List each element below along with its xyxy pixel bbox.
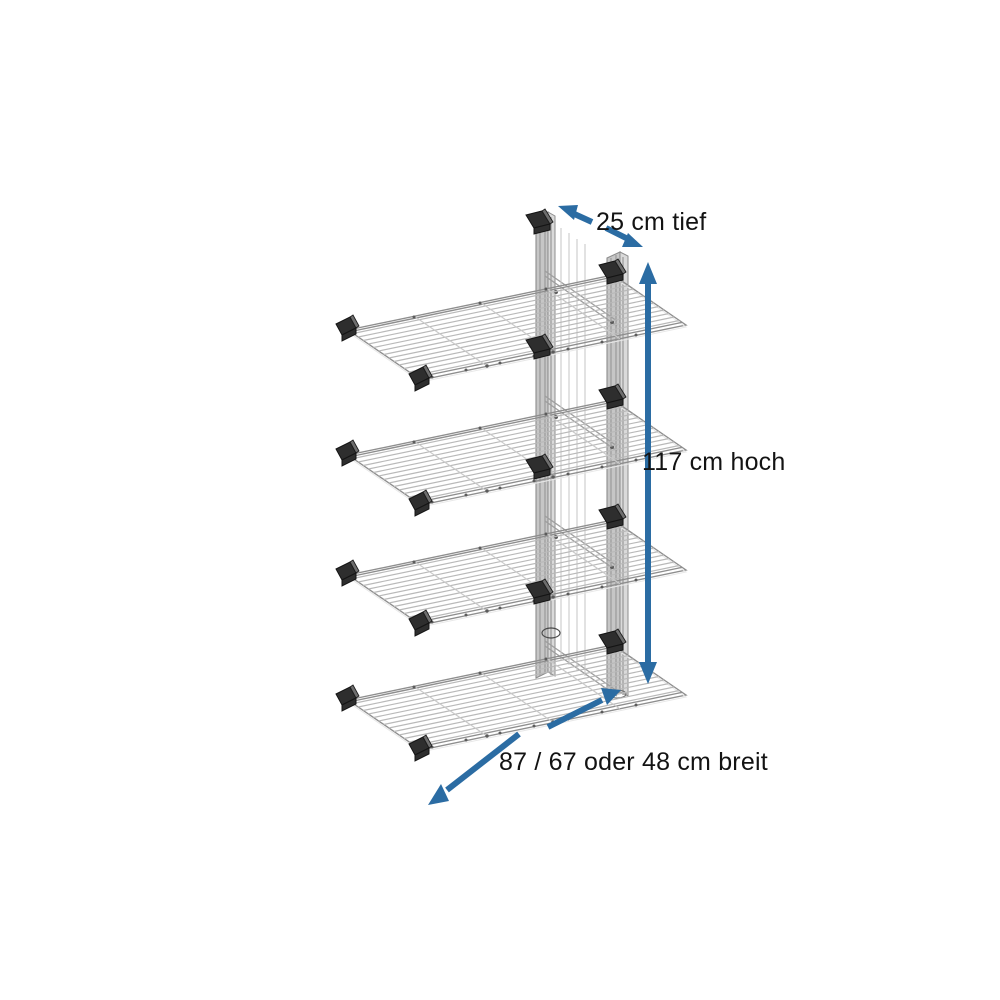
depth-dimension-annotation: 25 cm tief [558, 205, 706, 247]
depth-label: 25 cm tief [596, 208, 706, 236]
shelf-level-4 [335, 578, 687, 762]
depth-arrow-upper-left [558, 205, 594, 225]
shelf-level-3 [335, 453, 687, 637]
height-dimension-annotation: 117 cm hoch [639, 262, 785, 684]
width-arrow-lower-left [428, 731, 521, 805]
height-arrow-head-up [639, 262, 657, 284]
width-dimension-annotation: 87 / 67 oder 48 cm breit [428, 688, 768, 805]
height-arrow-head-down [639, 662, 657, 684]
height-label: 117 cm hoch [642, 448, 785, 476]
shelf-level-1 [335, 208, 687, 392]
width-arrow-upper-right [546, 688, 621, 730]
depth-arrow-lower-right [604, 225, 643, 247]
width-label: 87 / 67 oder 48 cm breit [499, 748, 768, 776]
